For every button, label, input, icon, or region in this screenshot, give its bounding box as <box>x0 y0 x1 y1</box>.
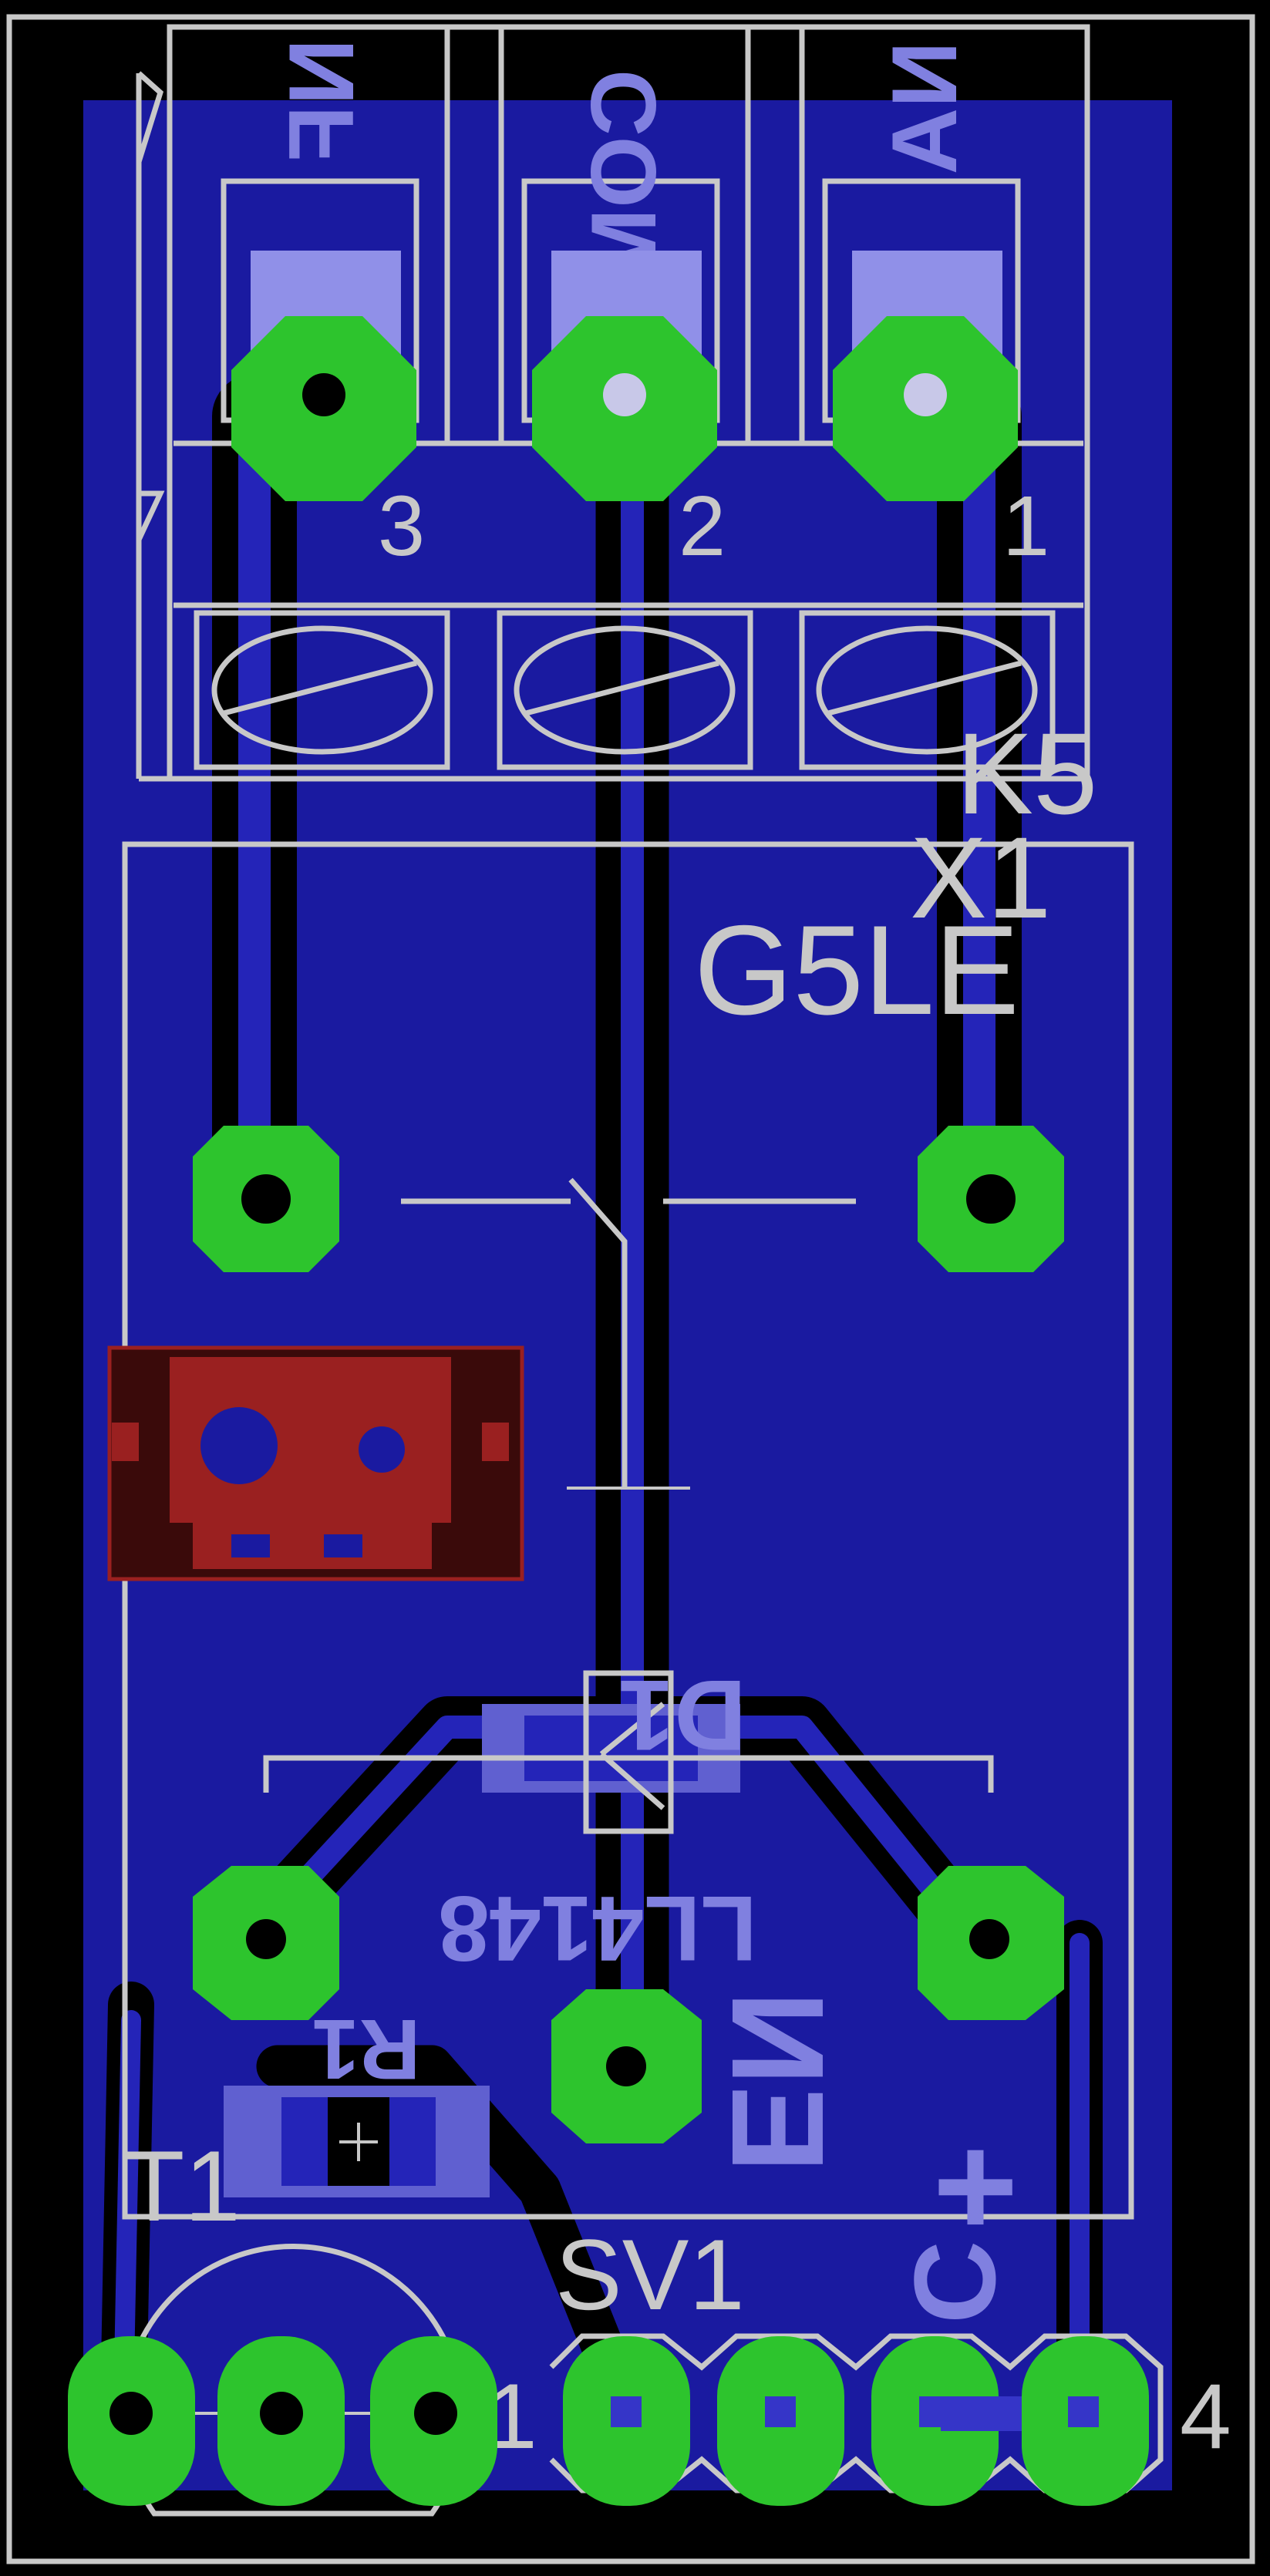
terminal-label-nf: NF <box>270 39 373 162</box>
plus-label: + <box>933 2104 1019 2268</box>
terminal-label-na: NA <box>873 41 976 174</box>
transistor-name: T1 <box>123 2130 241 2242</box>
relay-name: K5 <box>956 709 1097 838</box>
diode-d1: D1 LL4148 <box>263 1659 994 1980</box>
em-label: EN <box>704 1991 851 2173</box>
bottom-pads <box>68 2336 1149 2506</box>
terminal-block <box>136 24 1090 782</box>
terminal-number-2: 2 <box>679 479 726 574</box>
resistor-name: R1 <box>312 2002 421 2096</box>
terminal-number-1: 1 <box>1002 479 1049 574</box>
terminal-number-3: 3 <box>378 479 425 574</box>
board-outline <box>6 14 1255 2564</box>
terminal-labels: NF COM NA <box>270 39 976 285</box>
terminal-pads <box>231 316 1018 501</box>
solder-jumper-marker <box>107 1345 524 1581</box>
terminal-label-com: COM <box>572 69 675 285</box>
relay-value: G5LE <box>694 899 1019 1041</box>
relay-pads <box>193 1126 1064 1272</box>
terminal-numbers: 3 2 1 <box>378 479 1049 574</box>
resistor-r1: R1 <box>224 2002 490 2197</box>
relay-contact-symbol <box>401 1177 856 1490</box>
diode-value: LL4148 <box>438 1877 757 1980</box>
header-pin-last: 4 <box>1180 2365 1231 2468</box>
header-name: SV1 <box>555 2218 745 2331</box>
relay-part: X1 <box>910 813 1051 942</box>
diode-name: D1 <box>618 1659 746 1772</box>
coil-pads <box>193 1866 1064 2143</box>
c-label: C <box>890 2241 1019 2324</box>
